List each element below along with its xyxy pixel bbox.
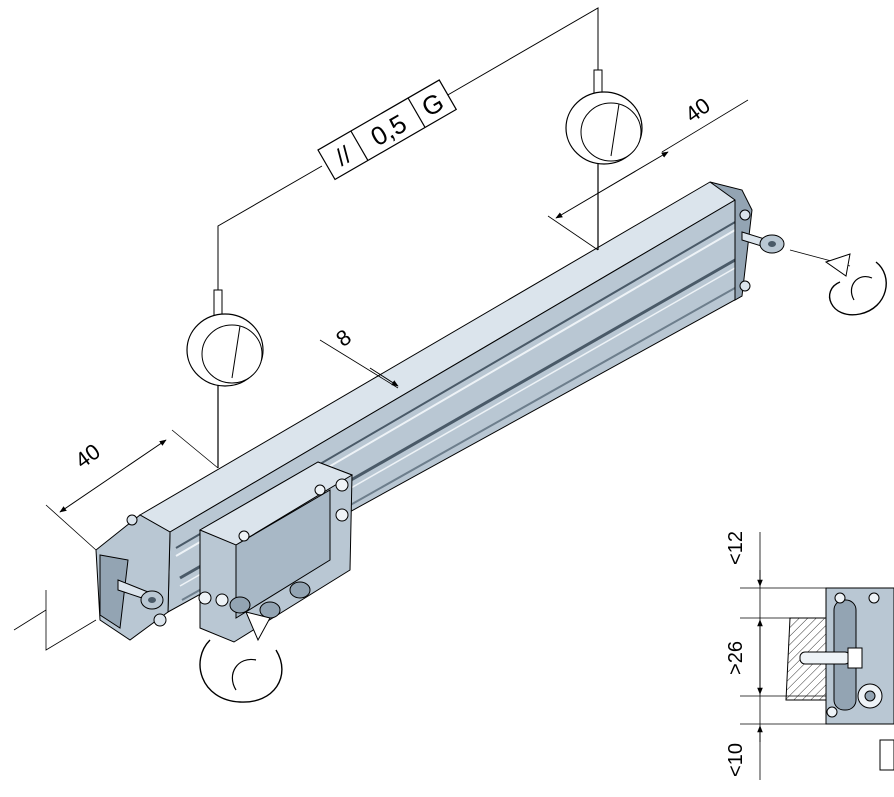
dim-right-40-label: 40: [680, 93, 715, 128]
dim-detail-mid-label: >26: [725, 641, 747, 675]
dim-detail-top-label: <12: [725, 531, 747, 565]
dimension-center-8: 8: [319, 324, 399, 389]
dim-left-40-label: 40: [70, 439, 105, 474]
linear-encoder-body: [95, 181, 753, 641]
rotation-arrow-left: [199, 611, 283, 703]
shaft-screws: [117, 231, 785, 610]
scanning-head: [198, 461, 354, 643]
dim-detail-bottom-label: <10: [725, 743, 747, 777]
tolerance-leaders: [217, 7, 599, 290]
dial-gauge-right: [565, 69, 643, 250]
dial-gauge-left: [186, 289, 264, 468]
tolerance-frame: // 0,5 G: [317, 79, 458, 181]
dim-center-8-label: 8: [331, 324, 356, 351]
rotation-arrow-right: [789, 249, 887, 316]
detail-cross-section: <12 >26 <10: [725, 531, 894, 780]
